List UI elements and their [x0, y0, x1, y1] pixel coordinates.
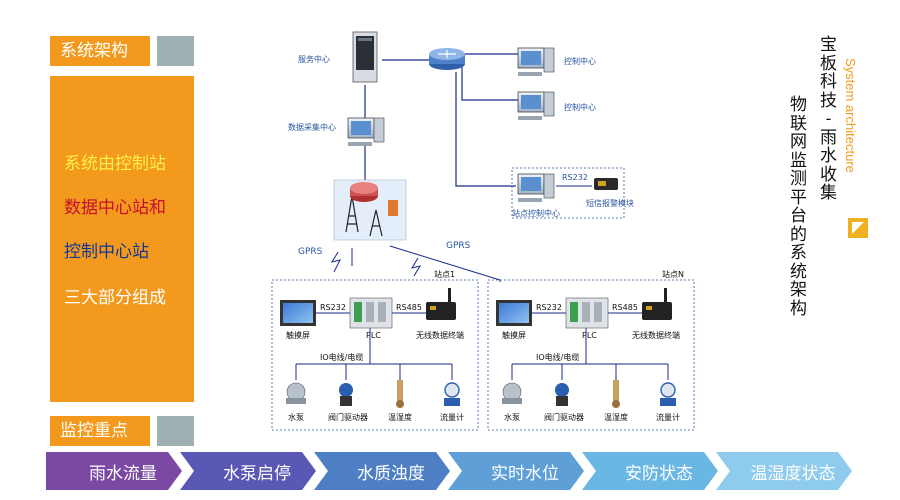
station-1-label: 站点1: [434, 269, 455, 279]
station-1-frame: [271, 279, 479, 431]
station-n-device-label-2: 阀门驱动器: [544, 412, 584, 422]
monitoring-tag-accent: [157, 416, 194, 446]
summary-line-2: 数据中心站和: [64, 198, 166, 218]
site-control-center-frame: [511, 167, 625, 219]
step-water-level: 实时水位: [448, 452, 584, 490]
monitoring-steps-bar: 雨水流量 水泵启停 水质浊度 实时水位 安防状态 温湿度状态: [46, 452, 852, 490]
english-title: System architecture: [843, 58, 858, 173]
station-1-rs485-label: RS485: [396, 303, 422, 312]
site-control-computer-icon: [517, 173, 555, 202]
station-n-valve-actuator-icon: [555, 383, 569, 406]
step-label-2: 水泵启停: [223, 463, 291, 484]
vertical-title-line-2: 物联网监测平台的系统架构: [790, 95, 807, 319]
data-collection-computer-icon: [347, 117, 385, 146]
station-n-wireless-terminal-label: 无线数据终端: [632, 330, 680, 340]
router-icon: [429, 48, 465, 70]
sms-alarm-module-icon: [594, 178, 618, 190]
summary-line-4: 三大部分组成: [64, 288, 166, 308]
sms-alarm-module-label: 短信报警模块: [586, 198, 634, 208]
control-center-2-computer-icon: [517, 91, 555, 120]
step-rain-flow: 雨水流量: [46, 452, 182, 490]
station-n-rs485-label: RS485: [612, 303, 638, 312]
network-lines: [364, 53, 518, 187]
station-1-pump-icon: [286, 382, 306, 404]
gprs-left-signal-icon: [330, 251, 341, 273]
architecture-diagram: 服务中心 控制中心 控制中心 数据采集中心 RS232: [271, 31, 695, 431]
station-n-plc-icon: [565, 297, 609, 329]
step-label-3: 水质浊度: [357, 463, 425, 484]
station-1-touch-screen-label: 触摸屏: [286, 330, 310, 340]
server-icon: [352, 31, 378, 83]
vertical-title-line-1: 宝板科技-雨水收集: [820, 35, 837, 203]
monitoring-tag: 监控重点: [50, 416, 150, 446]
station-1-device-label-1: 水泵: [288, 412, 304, 422]
station-n-wireless-terminal-icon: [642, 288, 672, 320]
data-collection-center-label: 数据采集中心: [288, 122, 336, 132]
station-n-device-label-4: 流量计: [656, 412, 680, 422]
server-center-label: 服务中心: [298, 54, 330, 64]
summary-panel: 系统由控制站 数据中心站和 控制中心站 三大部分组成: [50, 76, 194, 402]
station-1-touch-screen-icon: [280, 300, 316, 326]
step-label-4: 实时水位: [491, 463, 559, 484]
rs232-top-label: RS232: [562, 173, 588, 182]
station-n: 站点N 触摸屏 RS232 PLC RS485 无线数据终端 IO电线/电缆: [487, 269, 695, 431]
station-1-plc-icon: [349, 297, 393, 329]
station-1-flow-meter-icon: [444, 382, 460, 406]
corner-logo-icon: [848, 218, 868, 238]
step-water-turbidity: 水质浊度: [314, 452, 450, 490]
step-temp-humidity-status: 温湿度状态: [716, 452, 852, 490]
station-1-wireless-terminal-icon: [426, 288, 456, 320]
station-1-rs232-label: RS232: [320, 303, 346, 312]
summary-line-3: 控制中心站: [64, 242, 149, 262]
station-1-device-label-2: 阀门驱动器: [328, 412, 368, 422]
control-center-2-label: 控制中心: [564, 102, 596, 112]
station-1-plc-label: PLC: [366, 331, 381, 340]
station-1-io-line-label: IO电线/电缆: [320, 352, 363, 362]
station-n-label: 站点N: [662, 269, 684, 279]
station-n-io-line-label: IO电线/电缆: [536, 352, 579, 362]
control-center-1-label: 控制中心: [564, 56, 596, 66]
step-label-6: 温湿度状态: [750, 463, 836, 484]
station-1-device-label-3: 温湿度: [388, 412, 412, 422]
station-n-touch-screen-label: 触摸屏: [502, 330, 526, 340]
step-label-5: 安防状态: [625, 463, 693, 484]
station-1-device-label-4: 流量计: [440, 412, 464, 422]
station-n-device-label-1: 水泵: [504, 412, 520, 422]
architecture-tag-accent: [157, 36, 194, 66]
station-1-temp-humidity-sensor-icon: [396, 380, 404, 408]
summary-line-1: 系统由控制站: [64, 154, 166, 174]
station-n-temp-humidity-sensor-icon: [612, 380, 620, 408]
gprs-right-signal-icon: [410, 257, 422, 277]
station-n-frame: [487, 279, 695, 431]
station-1-valve-actuator-icon: [339, 383, 353, 406]
station-n-device-label-3: 温湿度: [604, 412, 628, 422]
station-n-plc-label: PLC: [582, 331, 597, 340]
step-label-1: 雨水流量: [89, 463, 157, 484]
station-n-rs232-label: RS232: [536, 303, 562, 312]
step-pump-status: 水泵启停: [180, 452, 316, 490]
gprs-left-label: GPRS: [298, 247, 323, 257]
station-1-wireless-terminal-label: 无线数据终端: [416, 330, 464, 340]
station-n-flow-meter-icon: [660, 382, 676, 406]
architecture-tag: 系统架构: [50, 36, 150, 66]
wireless-tower-icon: [333, 179, 407, 241]
gprs-right-label: GPRS: [446, 241, 471, 251]
station-n-touch-screen-icon: [496, 300, 532, 326]
station-n-pump-icon: [502, 382, 522, 404]
station-1: 站点1 触摸屏 RS232 PLC RS485 无线数据终端 IO电线/电缆: [271, 269, 479, 431]
step-security-status: 安防状态: [582, 452, 718, 490]
control-center-1-computer-icon: [517, 47, 555, 76]
site-control-center-label: 站点控制中心: [512, 208, 560, 218]
